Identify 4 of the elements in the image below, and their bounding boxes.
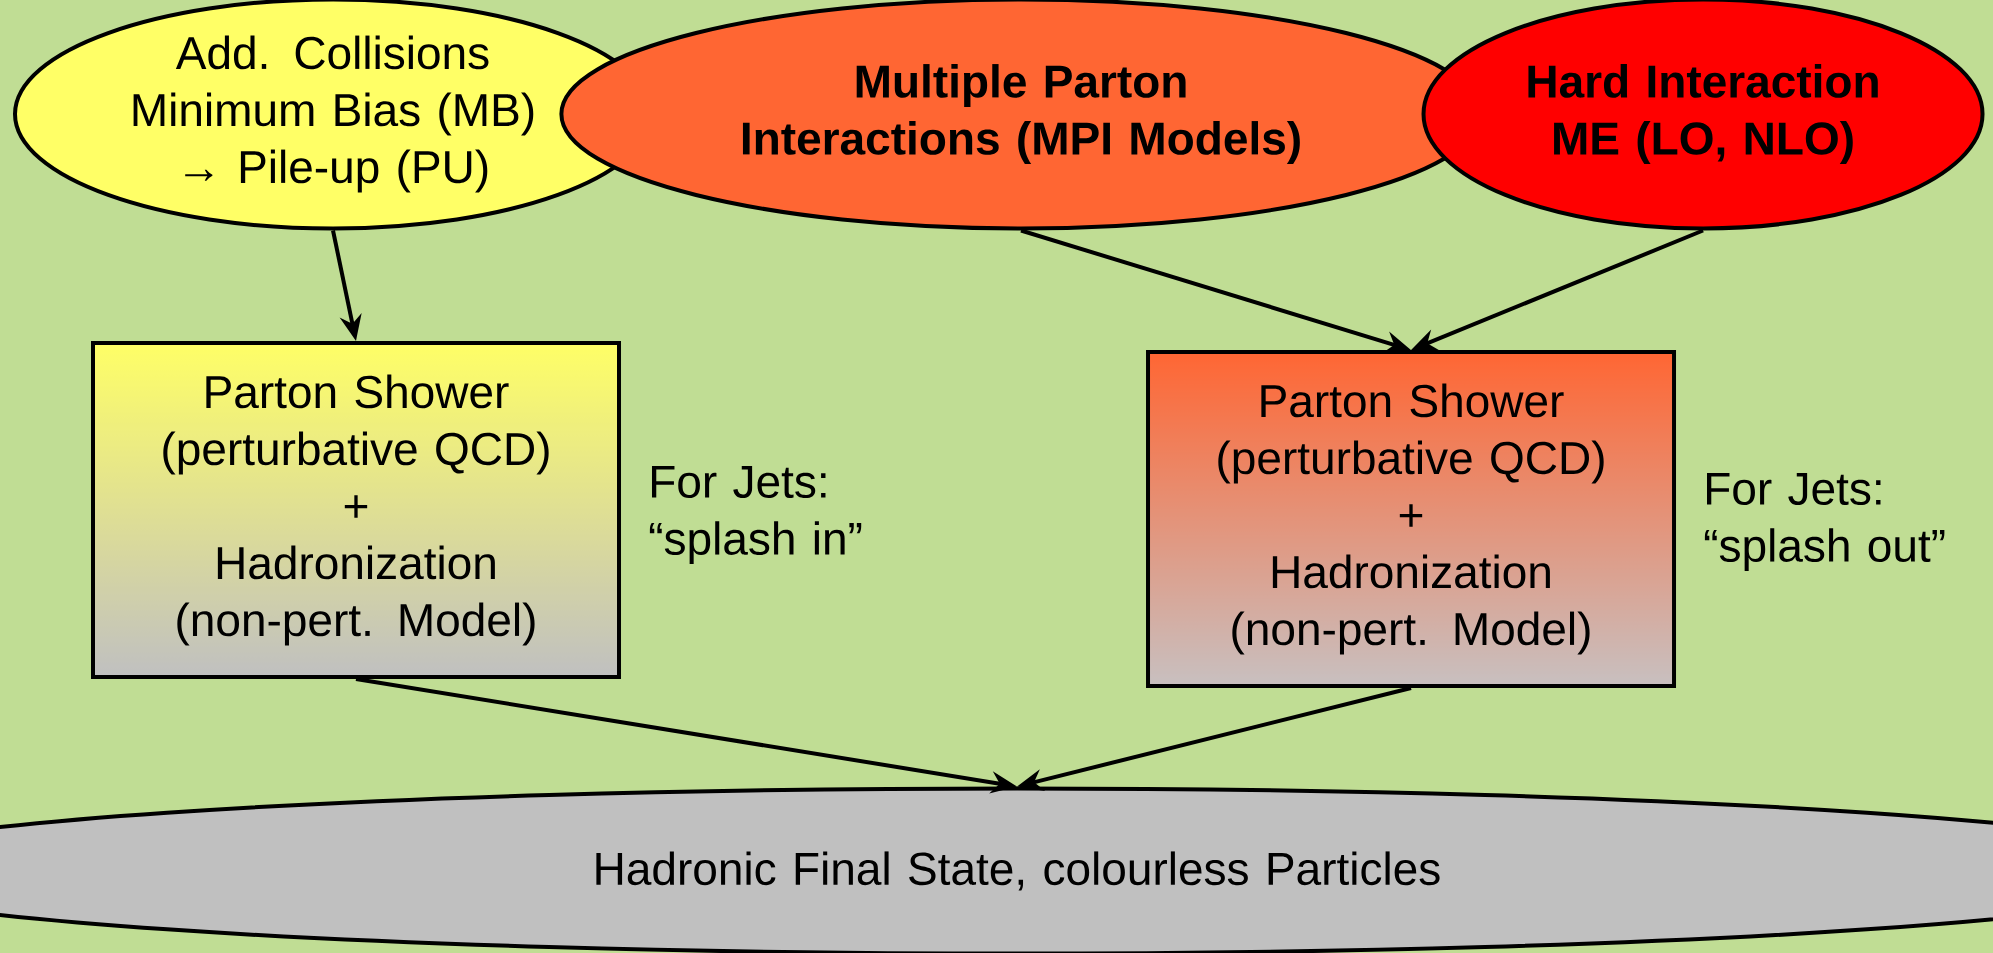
- side-note: For Jets: “splash out”: [1704, 472, 1945, 572]
- side-note: For Jets: “splash in”: [649, 465, 862, 565]
- process-box: Parton Shower (perturbative QCD) + Hadronization (non-pert. Model): [1146, 350, 1676, 688]
- process-box: Parton Shower (perturbative QCD) + Hadronization (non-pert. Model): [91, 341, 621, 679]
